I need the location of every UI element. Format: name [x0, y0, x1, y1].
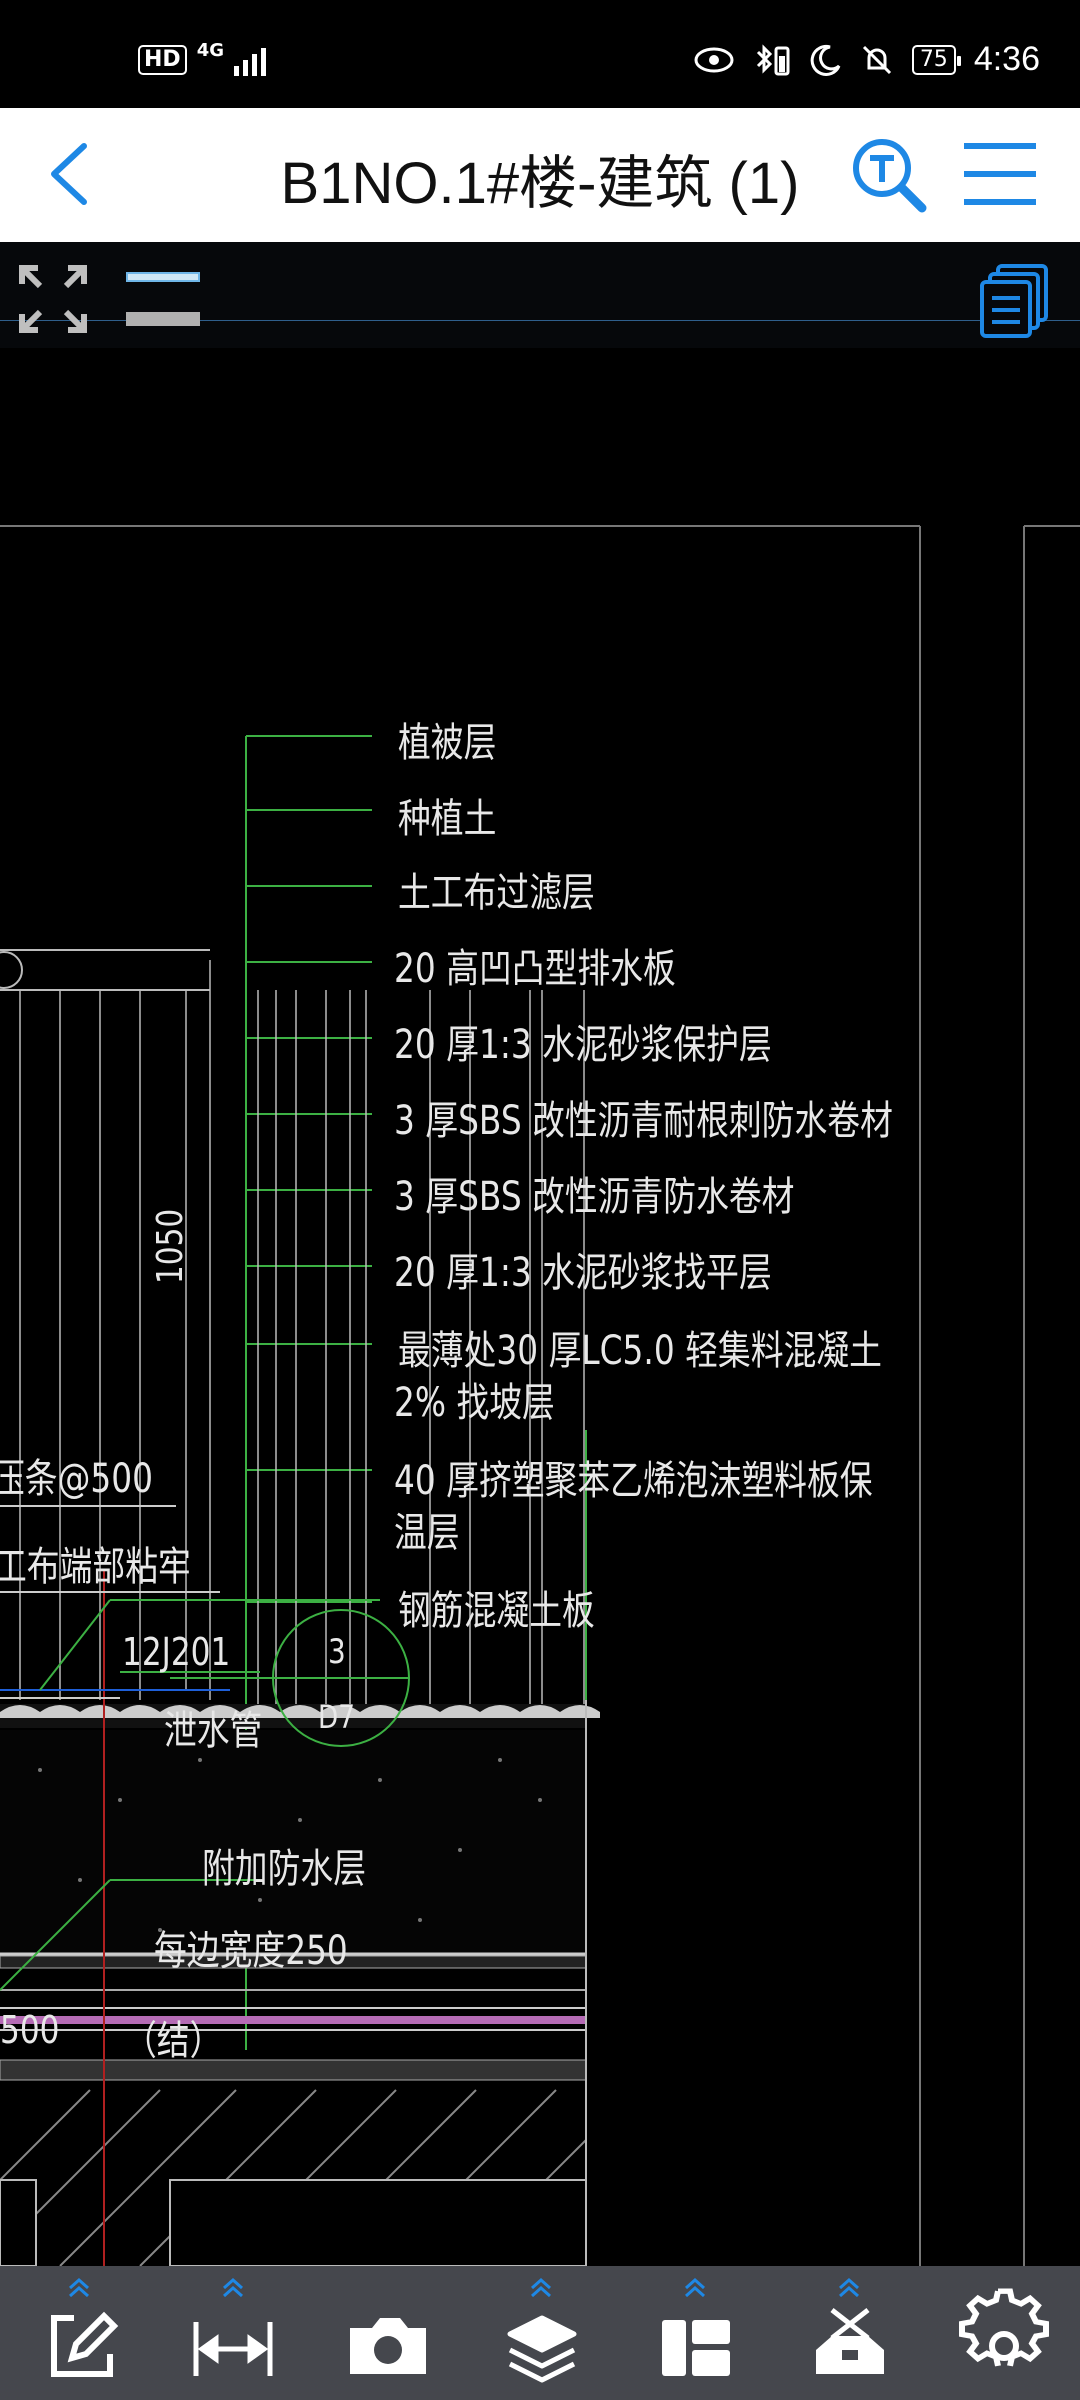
structure-note: （结） — [124, 2018, 223, 2064]
expand-up-icon — [223, 2277, 243, 2298]
expand-up-icon — [531, 2277, 551, 2298]
cad-label: 20 高凹凸型排水板 — [394, 946, 676, 992]
extra-waterproof-label: 附加防水层 — [202, 1846, 366, 1892]
cad-label: 最薄处30 厚LC5.0 轻集料混凝土 — [398, 1328, 882, 1374]
cad-label: 土工布过滤层 — [398, 870, 595, 916]
hd-badge: HD — [138, 45, 187, 75]
dimension-1050: 1050 — [150, 1208, 191, 1284]
detail-sheet: D7 — [318, 1698, 355, 1736]
layers-icon — [507, 2315, 577, 2383]
settings-tool[interactable] — [926, 2266, 1080, 2400]
signal-icon — [234, 48, 266, 76]
fit-screen-button[interactable] — [18, 264, 88, 334]
clock: 4:36 — [973, 40, 1040, 78]
title-bar: B1NO.1#楼-建筑 (1) — [0, 108, 1080, 242]
drawing-toolbar — [0, 242, 1080, 348]
toolbar-divider — [0, 320, 1080, 321]
cad-canvas[interactable]: 植被层 种植土 土工布过滤层 20 高凹凸型排水板 20 厚1:3 水泥砂浆保护… — [0, 348, 1080, 2266]
camera-icon — [350, 2318, 426, 2374]
atlas-reference: 12J201 — [122, 1630, 231, 1674]
camera-tool[interactable] — [310, 2266, 464, 2400]
dimension-500: 500 — [0, 2008, 60, 2052]
text-search-button[interactable] — [848, 134, 930, 216]
width-note-label: 每边宽度250 — [154, 1928, 348, 1974]
back-button[interactable] — [32, 134, 112, 214]
status-bar: HD 4G 75 4:36 — [0, 0, 1080, 108]
cad-linework — [0, 525, 1080, 2266]
expand-icon — [19, 265, 87, 333]
left-note-strip: 压条@500 — [0, 1456, 154, 1502]
edit-icon — [51, 2311, 119, 2377]
cad-label: 20 厚1:3 水泥砂浆保护层 — [394, 1022, 772, 1068]
cad-label: 钢筋混凝土板 — [398, 1588, 595, 1634]
battery-icon: 75 — [911, 44, 961, 75]
cad-label: 20 厚1:3 水泥砂浆找平层 — [394, 1250, 772, 1296]
drain-pipe-label: 泄水管 — [164, 1708, 263, 1754]
toolbox-tool[interactable] — [772, 2266, 926, 2400]
sheets-button[interactable] — [980, 262, 1050, 338]
status-right: 75 4:36 — [694, 40, 1040, 79]
expand-up-icon — [685, 2277, 705, 2298]
cad-label: 种植土 — [398, 796, 497, 842]
layer-toggle-button[interactable] — [126, 270, 200, 330]
measure-tool[interactable] — [156, 2266, 310, 2400]
cad-label: 温层 — [394, 1510, 460, 1556]
detail-number: 3 — [328, 1632, 346, 1672]
layout-tool[interactable] — [618, 2266, 772, 2400]
bottom-toolbar — [0, 2266, 1080, 2400]
cad-label: 3 厚SBS 改性沥青防水卷材 — [394, 1174, 795, 1220]
menu-button[interactable] — [960, 138, 1040, 212]
expand-up-icon — [69, 2277, 89, 2298]
cad-label: 3 厚SBS 改性沥青耐根刺防水卷材 — [394, 1098, 893, 1144]
bluetooth-icon — [756, 43, 790, 75]
cad-label: 40 厚挤塑聚苯乙烯泡沫塑料板保 — [394, 1458, 873, 1504]
pages-icon — [980, 264, 1048, 338]
cad-label: 2% 找坡层 — [394, 1380, 555, 1426]
moon-icon — [810, 44, 841, 76]
annotate-tool[interactable] — [2, 2266, 156, 2400]
mute-bell-icon — [862, 45, 891, 74]
status-left: HD 4G — [138, 40, 274, 76]
network-label: 4G — [196, 39, 224, 61]
left-note-geotextile: 工布端部粘牢 — [0, 1544, 191, 1590]
layout-icon — [662, 2320, 730, 2376]
gear-icon — [959, 2288, 1049, 2367]
expand-up-icon — [839, 2277, 859, 2298]
eye-icon — [694, 47, 734, 72]
chevron-left-icon — [51, 143, 87, 205]
cad-label: 植被层 — [398, 720, 497, 766]
measure-icon — [193, 2322, 273, 2376]
document-title: B1NO.1#楼-建筑 (1) — [280, 151, 800, 216]
toolbox-icon — [816, 2308, 884, 2374]
layers-tool[interactable] — [464, 2266, 618, 2400]
